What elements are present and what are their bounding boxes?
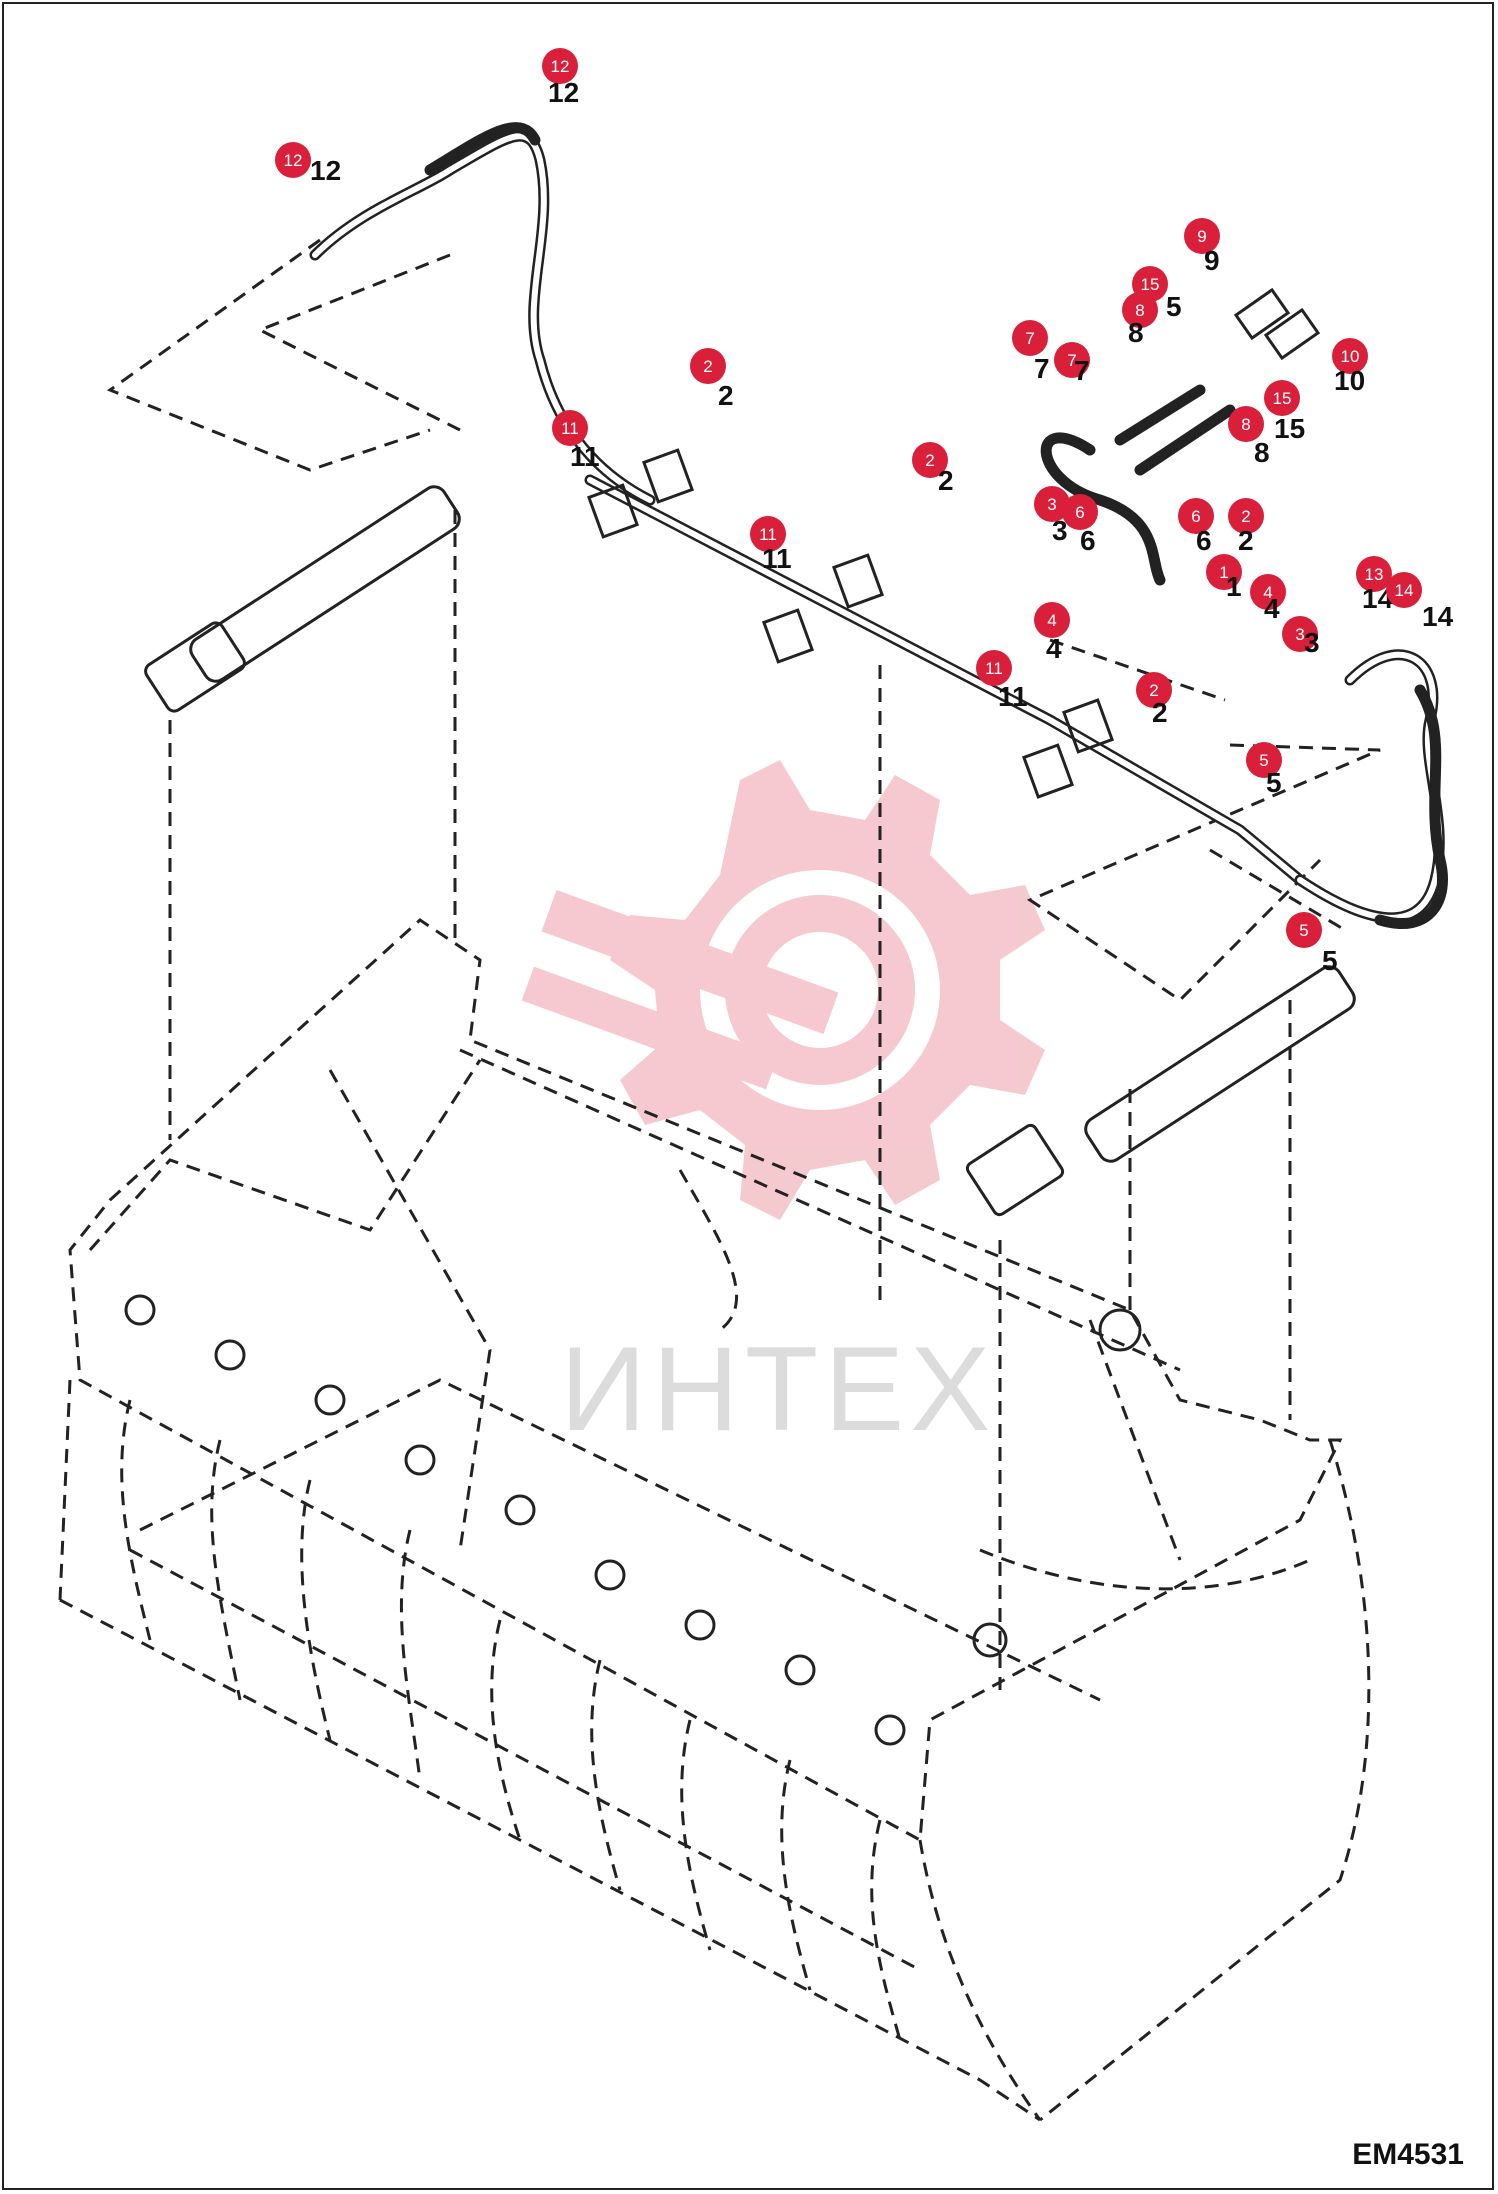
svg-text:14: 14: [1395, 581, 1414, 600]
svg-text:11: 11: [561, 419, 579, 438]
figure-code: EM4531: [1352, 2138, 1464, 2171]
grapple-tines: [120, 1399, 902, 2041]
svg-text:11: 11: [985, 659, 1003, 678]
svg-text:12: 12: [548, 77, 579, 108]
svg-text:12: 12: [310, 155, 341, 186]
svg-text:8: 8: [1128, 317, 1144, 348]
callout-5-a[interactable]: 5 5: [1246, 742, 1282, 798]
svg-text:11: 11: [759, 525, 777, 544]
callout-12-a[interactable]: 12 12: [542, 48, 579, 108]
svg-text:9: 9: [1204, 245, 1220, 276]
svg-text:5: 5: [1299, 921, 1308, 940]
svg-text:15: 15: [1274, 413, 1305, 444]
callout-5-b[interactable]: 5 5: [1286, 912, 1338, 976]
svg-text:6: 6: [1196, 525, 1212, 556]
callout-4-b[interactable]: 4 4: [1034, 602, 1070, 664]
callout-15-b[interactable]: 15 15: [1264, 380, 1305, 444]
callout-14[interactable]: 14 14: [1386, 572, 1454, 632]
callout-11-b[interactable]: 11 11: [750, 516, 792, 574]
callout-1[interactable]: 1 1: [1206, 554, 1242, 602]
guide-lines: [106, 238, 1381, 1690]
svg-text:13: 13: [1365, 565, 1384, 584]
svg-text:5: 5: [1259, 751, 1268, 770]
svg-text:2: 2: [1241, 507, 1250, 526]
callout-9[interactable]: 9 9: [1184, 218, 1220, 276]
svg-text:11: 11: [762, 543, 792, 574]
svg-text:11: 11: [998, 681, 1028, 712]
callout-7-b[interactable]: 7 7: [1054, 342, 1090, 386]
callout-3-b[interactable]: 3 3: [1282, 616, 1320, 658]
callout-2-c[interactable]: 2 2: [1136, 672, 1172, 728]
svg-text:12: 12: [284, 151, 303, 170]
svg-text:7: 7: [1025, 329, 1034, 348]
svg-text:7: 7: [1074, 355, 1090, 386]
svg-text:1: 1: [1219, 563, 1228, 582]
svg-text:8: 8: [1135, 301, 1144, 320]
svg-text:9: 9: [1197, 227, 1206, 246]
svg-text:3: 3: [1295, 625, 1304, 644]
svg-text:2: 2: [1238, 525, 1254, 556]
svg-text:10: 10: [1334, 365, 1365, 396]
callout-4-a[interactable]: 4 4: [1250, 574, 1286, 624]
callout-8-a[interactable]: 8 8: [1122, 292, 1158, 348]
svg-text:6: 6: [1080, 525, 1096, 556]
svg-text:2: 2: [1149, 681, 1158, 700]
svg-text:4: 4: [1047, 611, 1056, 630]
svg-text:4: 4: [1264, 593, 1280, 624]
svg-text:5: 5: [1166, 291, 1182, 322]
svg-text:3: 3: [1304, 627, 1320, 658]
svg-text:2: 2: [703, 357, 712, 376]
svg-text:3: 3: [1047, 495, 1056, 514]
svg-text:2: 2: [925, 451, 934, 470]
svg-text:8: 8: [1241, 415, 1250, 434]
svg-text:3: 3: [1052, 515, 1068, 546]
callout-6-b[interactable]: 6 6: [1178, 498, 1214, 556]
svg-text:4: 4: [1046, 633, 1062, 664]
callout-2-b[interactable]: 2 2: [912, 442, 954, 496]
svg-text:5: 5: [1322, 945, 1338, 976]
svg-text:4: 4: [1263, 583, 1272, 602]
svg-text:10: 10: [1341, 347, 1360, 366]
hose-clamps: [586, 287, 1321, 799]
svg-text:5: 5: [1266, 767, 1282, 798]
callout-8-b[interactable]: 8 8: [1228, 406, 1270, 468]
callout-10[interactable]: 10 10: [1332, 338, 1368, 396]
svg-text:2: 2: [1152, 697, 1168, 728]
svg-text:7: 7: [1034, 353, 1050, 384]
callout-7-a[interactable]: 7 7: [1012, 320, 1050, 384]
svg-text:6: 6: [1191, 507, 1200, 526]
svg-text:2: 2: [718, 380, 734, 411]
callout-11-a[interactable]: 11 11: [552, 410, 600, 472]
callout-6-a[interactable]: 6 6: [1062, 494, 1098, 556]
frame-bolts: [124, 1294, 1142, 1746]
svg-text:15: 15: [1273, 389, 1292, 408]
callout-3-a[interactable]: 3 3: [1034, 486, 1070, 546]
svg-text:1: 1: [1226, 571, 1242, 602]
callout-11-c[interactable]: 11 11: [976, 650, 1028, 712]
svg-text:15: 15: [1141, 275, 1160, 294]
svg-text:8: 8: [1254, 437, 1270, 468]
callout-12-b[interactable]: 12 12: [275, 142, 341, 186]
svg-text:7: 7: [1067, 351, 1076, 370]
svg-text:14: 14: [1422, 601, 1454, 632]
watermark-text: ИНТЕХ: [560, 1322, 996, 1456]
callout-2-a[interactable]: 2 2: [690, 348, 734, 411]
svg-text:6: 6: [1075, 503, 1084, 522]
callout-2-d[interactable]: 2 2: [1228, 498, 1264, 556]
hydraulic-cylinders: [144, 485, 1356, 1217]
svg-text:11: 11: [570, 441, 600, 472]
svg-text:12: 12: [551, 57, 570, 76]
watermark-logo: [521, 760, 1045, 1220]
svg-text:2: 2: [938, 465, 954, 496]
